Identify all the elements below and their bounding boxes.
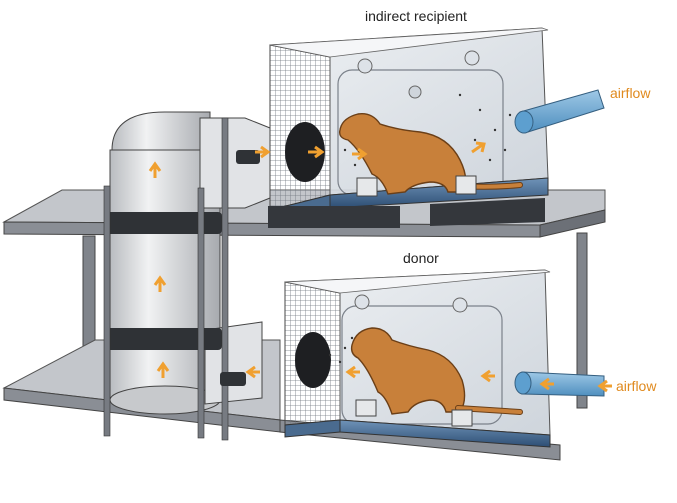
flow-arrow-icon bbox=[245, 365, 260, 379]
indirect-recipient-cage bbox=[255, 27, 549, 228]
flow-arrow-icon bbox=[345, 365, 360, 379]
airflow-label-bottom: airflow bbox=[616, 378, 657, 394]
donor-label: donor bbox=[403, 250, 439, 266]
ferret-icon bbox=[350, 327, 466, 415]
tube-icon bbox=[514, 89, 605, 134]
flow-arrow-icon bbox=[539, 377, 554, 391]
air-duct bbox=[103, 111, 271, 441]
flow-arrow-icon bbox=[471, 141, 486, 154]
ferret-icon bbox=[338, 113, 467, 195]
flow-arrow-icon bbox=[597, 379, 612, 393]
flow-arrow-icon bbox=[308, 145, 325, 159]
indirect-recipient-label: indirect recipient bbox=[365, 8, 467, 24]
flow-arrow-icon bbox=[352, 147, 368, 161]
fan-icon bbox=[295, 332, 331, 388]
tube-icon bbox=[514, 371, 612, 397]
flow-arrow-icon bbox=[255, 145, 271, 159]
flow-arrow-icon bbox=[148, 161, 162, 178]
donor-cage bbox=[245, 269, 551, 448]
fan-icon bbox=[285, 122, 325, 182]
airflow-label-top: airflow bbox=[610, 85, 651, 101]
flow-arrow-icon bbox=[153, 275, 167, 292]
flow-arrow-icon bbox=[480, 369, 495, 383]
flow-arrow-icon bbox=[156, 361, 170, 378]
